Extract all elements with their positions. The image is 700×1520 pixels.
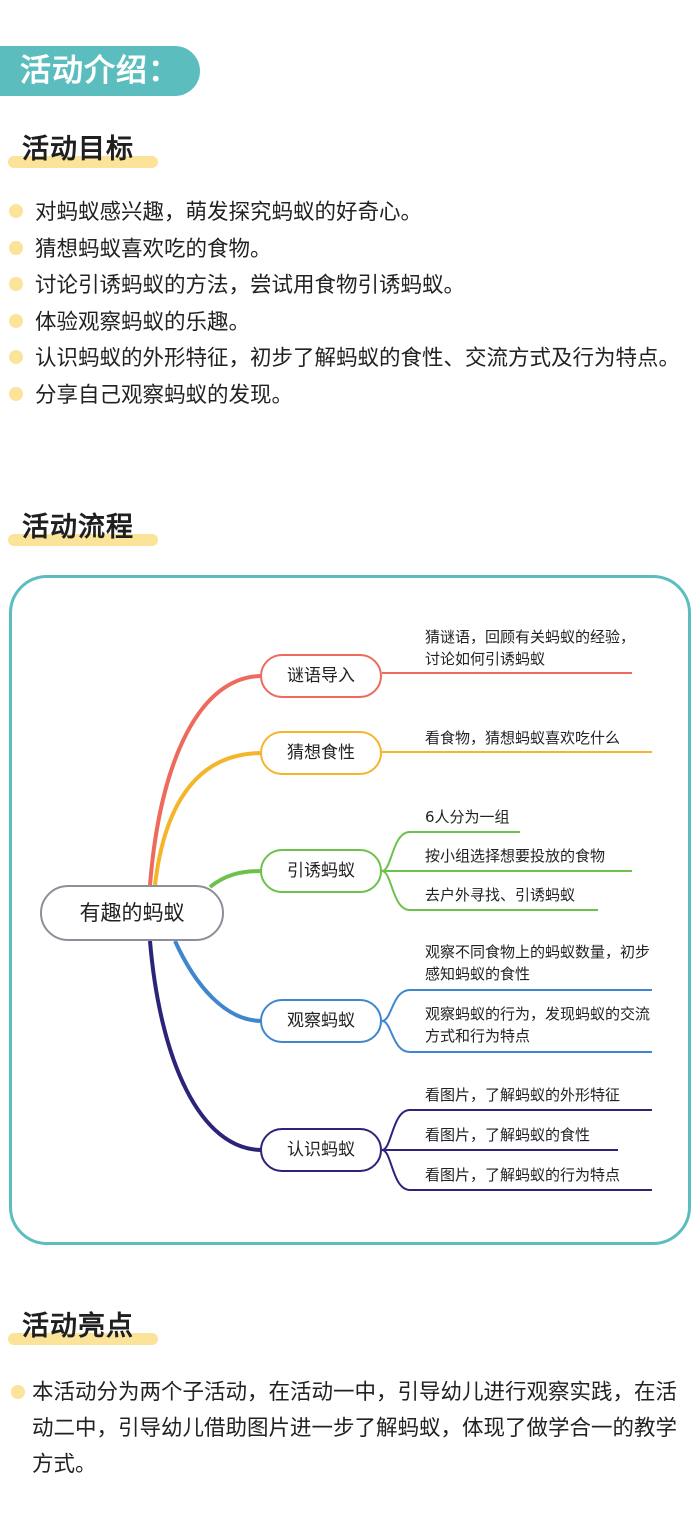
bullet-dot-icon xyxy=(9,240,23,255)
mindmap-leaf: 看食物，猜想蚂蚁喜欢吃什么 xyxy=(425,729,621,747)
leaf-line xyxy=(381,1109,652,1151)
connector-branch-4 xyxy=(173,940,263,1023)
mindmap-leaf: 观察蚂蚁的行为，发现蚂蚁的交流方式和行为特点 xyxy=(425,1005,651,1045)
goal-item: 认识蚂蚁的外形特征，初步了解蚂蚁的食性、交流方式及行为特点。 xyxy=(0,342,700,376)
mindmap-node-observe-ants: 观察蚂蚁 xyxy=(260,999,382,1043)
connector-branch-1 xyxy=(148,674,263,886)
mindmap-leaf: 观察不同食物上的蚂蚁数量，初步感知蚂蚁的食性 xyxy=(425,943,651,983)
mindmap-leaf: 去户外寻找、引诱蚂蚁 xyxy=(425,886,576,904)
highlight-text: 本活动分为两个子活动，在活动一中，引导幼儿进行观察实践，在活动二中，引导幼儿借助… xyxy=(32,1380,678,1477)
bullet-dot-icon xyxy=(11,1385,25,1399)
highlight-title: 活动亮点 xyxy=(22,1311,134,1342)
goal-item: 讨论引诱蚂蚁的方法，尝试用食物引诱蚂蚁。 xyxy=(0,269,700,303)
goals-list: 对蚂蚁感兴趣，萌发探究蚂蚁的好奇心。 猜想蚂蚁喜欢吃的食物。 讨论引诱蚂蚁的方法… xyxy=(0,196,700,412)
leaf-line xyxy=(381,831,520,872)
connector-branch-5 xyxy=(148,940,263,1152)
connector-branch-2 xyxy=(153,751,263,886)
connector-branch-3 xyxy=(208,869,263,889)
goals-title: 活动目标 xyxy=(22,134,134,165)
mindmap-node-riddle: 谜语导入 xyxy=(260,654,382,698)
goal-item: 猜想蚂蚁喜欢吃的食物。 xyxy=(0,233,700,267)
mindmap-leaf: 看图片，了解蚂蚁的食性 xyxy=(425,1126,591,1144)
bullet-dot-icon xyxy=(9,386,23,401)
leaf-line xyxy=(381,1020,652,1053)
leaf-line xyxy=(381,870,598,911)
title-underline xyxy=(8,534,158,546)
intro-title: 活动介绍： xyxy=(0,46,200,96)
bullet-dot-icon xyxy=(9,277,23,291)
mindmap-node-know-ants: 认识蚂蚁 xyxy=(260,1128,382,1172)
mindmap-leaf: 猜谜语，回顾有关蚂蚁的经验，讨论如何引诱蚂蚁 xyxy=(425,628,636,668)
leaf-line xyxy=(381,1149,652,1191)
bullet-dot-icon xyxy=(9,204,23,218)
flow-section-title: 活动流程 xyxy=(8,511,158,551)
goals-section-title: 活动目标 xyxy=(8,133,158,173)
bullet-dot-icon xyxy=(9,350,23,364)
highlight-section-title: 活动亮点 xyxy=(8,1310,158,1350)
mindmap-root-node: 有趣的蚂蚁 xyxy=(40,885,224,941)
flow-title: 活动流程 xyxy=(22,512,134,543)
mindmap-node-guess-diet: 猜想食性 xyxy=(260,731,382,775)
goal-item: 对蚂蚁感兴趣，萌发探究蚂蚁的好奇心。 xyxy=(0,196,700,230)
mindmap-leaf: 看图片，了解蚂蚁的行为特点 xyxy=(425,1166,621,1184)
bullet-dot-icon xyxy=(9,313,23,328)
title-underline xyxy=(8,156,158,168)
mindmap-frame xyxy=(9,575,691,1245)
leaf-line xyxy=(381,989,652,1022)
mindmap-leaf: 看图片，了解蚂蚁的外形特征 xyxy=(425,1086,621,1104)
mindmap-node-lure-ants: 引诱蚂蚁 xyxy=(260,849,382,893)
title-underline xyxy=(8,1333,158,1345)
goal-item: 分享自己观察蚂蚁的发现。 xyxy=(0,379,700,413)
goal-item: 体验观察蚂蚁的乐趣。 xyxy=(0,306,700,340)
mindmap-leaf: 按小组选择想要投放的食物 xyxy=(425,847,606,865)
highlight-paragraph: 本活动分为两个子活动，在活动一中，引导幼儿进行观察实践，在活动二中，引导幼儿借助… xyxy=(0,1375,700,1483)
mindmap-leaf: 6人分为一组 xyxy=(425,808,510,826)
